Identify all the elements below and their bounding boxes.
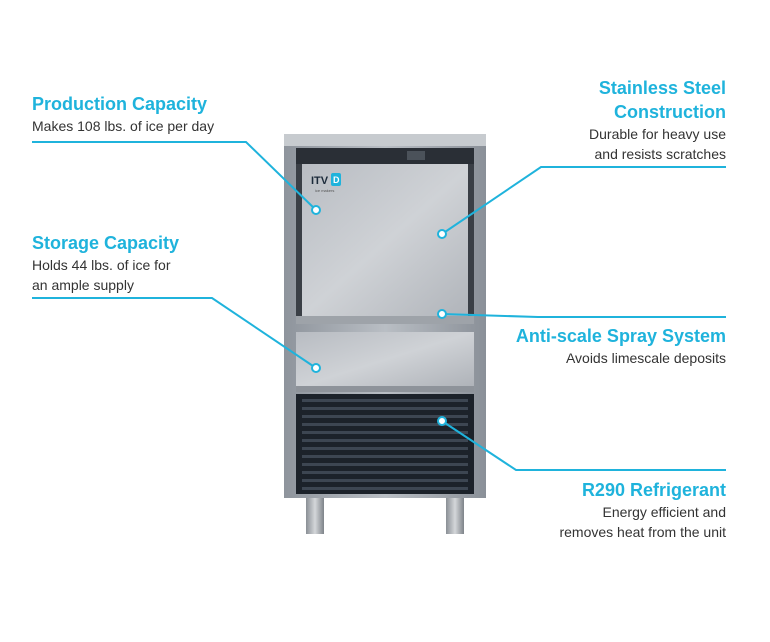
dot-stainless xyxy=(437,229,447,239)
dot-storage xyxy=(311,363,321,373)
vent-grille xyxy=(296,394,474,494)
display-icon xyxy=(407,151,425,160)
grille-slat xyxy=(302,479,468,482)
stainless-desc-line2: and resists scratches xyxy=(594,146,727,162)
grille-slat xyxy=(302,431,468,434)
production-desc: Makes 108 lbs. of ice per day xyxy=(32,118,215,134)
callout-lines xyxy=(32,141,726,471)
grille-slat xyxy=(302,407,468,410)
callout-production-capacity: Production Capacity Makes 108 lbs. of ic… xyxy=(32,92,214,136)
svg-text:D: D xyxy=(333,175,340,185)
grille-slat xyxy=(302,423,468,426)
storage-desc-line1: Holds 44 lbs. of ice for xyxy=(32,257,171,273)
brand-logo: ITV xyxy=(311,175,329,187)
callout-anti-scale: Anti-scale Spray System Avoids limescale… xyxy=(516,324,726,368)
stainless-title-line2: Construction xyxy=(614,102,726,122)
antiscale-desc: Avoids limescale deposits xyxy=(565,350,726,366)
brand-logo-mark xyxy=(331,173,341,186)
callout-refrigerant: R290 Refrigerant Energy efficient and re… xyxy=(559,478,726,542)
callout-dots xyxy=(311,205,447,426)
dot-refrigerant xyxy=(437,416,447,426)
callout-stainless-steel: Stainless Steel Construction Durable for… xyxy=(589,76,726,164)
grille-slat xyxy=(302,439,468,442)
storage-door xyxy=(296,164,474,322)
grille-slat xyxy=(302,487,468,490)
grille-slats xyxy=(302,399,468,490)
grille-slat xyxy=(302,399,468,402)
storage-title: Storage Capacity xyxy=(32,233,180,253)
machine-cabinet: ITV D ice makers xyxy=(284,134,486,498)
stainless-desc-line1: Durable for heavy use xyxy=(589,126,726,142)
callout-storage-capacity: Storage Capacity Holds 44 lbs. of ice fo… xyxy=(32,231,179,295)
refrigerant-title: R290 Refrigerant xyxy=(581,480,726,500)
refrigerant-desc-line2: removes heat from the unit xyxy=(559,524,726,540)
grille-slat xyxy=(302,415,468,418)
stainless-title-line1: Stainless Steel xyxy=(598,78,726,98)
production-title: Production Capacity xyxy=(32,94,208,114)
dot-production xyxy=(311,205,321,215)
svg-text:ice makers: ice makers xyxy=(315,188,334,193)
storage-desc-line2: an ample supply xyxy=(32,277,134,293)
leg-right xyxy=(446,498,464,534)
antiscale-title: Anti-scale Spray System xyxy=(515,326,726,346)
dot-antiscale xyxy=(437,309,447,319)
refrigerant-desc-line1: Energy efficient and xyxy=(602,504,727,520)
grille-slat xyxy=(302,471,468,474)
grille-slat xyxy=(302,455,468,458)
grille-slat xyxy=(302,447,468,450)
grille-slat xyxy=(302,463,468,466)
leg-left xyxy=(306,498,324,534)
